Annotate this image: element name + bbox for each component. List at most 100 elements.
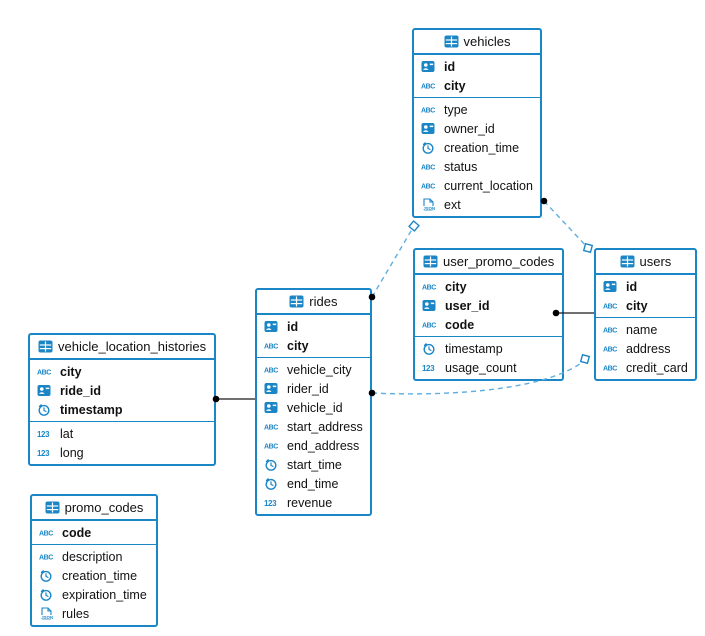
table-header-vehicles[interactable]: vehicles bbox=[414, 30, 540, 55]
table-header-users[interactable]: users bbox=[596, 250, 695, 275]
field-label: creation_time bbox=[62, 568, 138, 583]
field-row-rides-id: id bbox=[257, 317, 370, 336]
field-label: status bbox=[444, 159, 478, 174]
svg-text:ABC: ABC bbox=[421, 165, 435, 172]
svg-text:ABC: ABC bbox=[603, 328, 617, 335]
id-icon bbox=[264, 320, 282, 333]
field-row-vehicles-owner_id: owner_id bbox=[414, 119, 540, 138]
id-icon bbox=[37, 384, 55, 397]
id-icon bbox=[264, 401, 282, 414]
relation-endpoint-square bbox=[579, 353, 591, 365]
clock-icon bbox=[422, 342, 440, 356]
field-row-user_promo_codes-code: ABC code bbox=[415, 315, 562, 334]
table-header-user_promo_codes[interactable]: user_promo_codes bbox=[415, 250, 563, 275]
abc-icon: ABC bbox=[421, 79, 439, 92]
field-label: name bbox=[626, 322, 658, 337]
field-label: end_time bbox=[287, 476, 339, 491]
relation-vehicles-to-users[interactable] bbox=[543, 200, 589, 249]
field-label: city bbox=[626, 298, 648, 313]
field-label: current_location bbox=[444, 178, 533, 193]
field-label: expiration_time bbox=[62, 587, 147, 602]
svg-text:ABC: ABC bbox=[422, 323, 436, 330]
table-icon bbox=[444, 35, 459, 48]
svg-text:ABC: ABC bbox=[37, 370, 51, 377]
json-icon: JSON bbox=[421, 197, 439, 212]
field-label: start_address bbox=[287, 419, 363, 434]
svg-text:ABC: ABC bbox=[422, 285, 436, 292]
field-label: end_address bbox=[287, 438, 360, 453]
svg-text:ABC: ABC bbox=[39, 531, 53, 538]
table-header-promo_codes[interactable]: promo_codes bbox=[32, 496, 156, 521]
abc-icon: ABC bbox=[39, 550, 57, 563]
num-icon: 123 bbox=[37, 446, 55, 459]
table-title: rides bbox=[309, 294, 338, 309]
abc-icon: ABC bbox=[421, 103, 439, 116]
id-icon bbox=[603, 280, 621, 293]
field-row-vehicle_location_histories-ride_id: ride_id bbox=[30, 381, 214, 400]
field-label: code bbox=[445, 317, 475, 332]
svg-text:ABC: ABC bbox=[421, 84, 435, 91]
abc-icon: ABC bbox=[264, 363, 282, 376]
field-label: timestamp bbox=[445, 341, 503, 356]
field-label: creation_time bbox=[444, 140, 520, 155]
field-row-vehicle_location_histories-lat: 123 lat bbox=[30, 424, 214, 443]
table-header-vehicle_location_histories[interactable]: vehicle_location_histories bbox=[30, 335, 215, 360]
relation-rides-to-vehicles[interactable] bbox=[371, 225, 415, 298]
field-row-promo_codes-creation_time: creation_time bbox=[32, 566, 156, 585]
clock-icon bbox=[39, 588, 57, 602]
field-label: lat bbox=[60, 426, 74, 441]
field-row-vehicles-status: ABC status bbox=[414, 157, 540, 176]
field-label: city bbox=[444, 78, 466, 93]
svg-text:ABC: ABC bbox=[264, 368, 278, 375]
abc-icon: ABC bbox=[264, 339, 282, 352]
field-label: city bbox=[60, 364, 82, 379]
field-label: vehicle_city bbox=[287, 362, 352, 377]
abc-icon: ABC bbox=[421, 160, 439, 173]
svg-text:123: 123 bbox=[422, 364, 435, 373]
field-label: user_id bbox=[445, 298, 490, 313]
id-icon bbox=[421, 60, 439, 73]
abc-icon: ABC bbox=[603, 299, 621, 312]
abc-icon: ABC bbox=[264, 420, 282, 433]
svg-text:123: 123 bbox=[37, 449, 50, 458]
field-row-vehicle_location_histories-city: ABC city bbox=[30, 362, 214, 381]
svg-text:ABC: ABC bbox=[603, 347, 617, 354]
field-row-rides-vehicle_id: vehicle_id bbox=[257, 398, 370, 417]
field-row-users-city: ABC city bbox=[596, 296, 695, 315]
svg-text:ABC: ABC bbox=[421, 108, 435, 115]
field-label: city bbox=[287, 338, 309, 353]
field-row-user_promo_codes-user_id: user_id bbox=[415, 296, 562, 315]
num-icon: 123 bbox=[37, 427, 55, 440]
relation-rides-to-users[interactable] bbox=[371, 359, 586, 395]
field-row-rides-start_time: start_time bbox=[257, 455, 370, 474]
table-icon bbox=[289, 295, 304, 308]
table-header-rides[interactable]: rides bbox=[257, 290, 370, 315]
field-label: rider_id bbox=[287, 381, 329, 396]
abc-icon: ABC bbox=[603, 361, 621, 374]
field-row-users-id: id bbox=[596, 277, 695, 296]
field-row-vehicles-creation_time: creation_time bbox=[414, 138, 540, 157]
id-icon bbox=[421, 122, 439, 135]
